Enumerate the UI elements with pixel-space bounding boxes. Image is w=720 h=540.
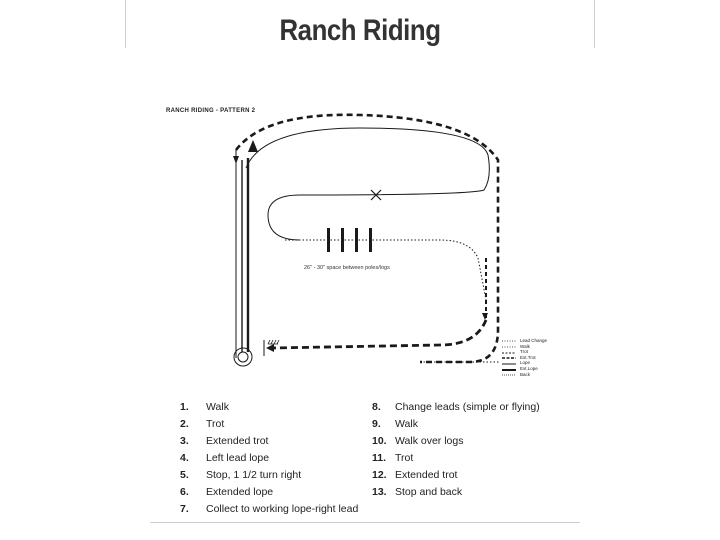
stop-arrow (266, 344, 274, 352)
turn-loop (233, 347, 253, 367)
spacing-note: 26" - 30" space between poles/logs (304, 265, 390, 271)
step-item: 8.Change leads (simple or flying) (372, 400, 540, 413)
step-item: 9.Walk (372, 417, 418, 430)
step-item: 7.Collect to working lope-right lead (180, 502, 359, 515)
page-title: Ranch Riding (279, 14, 441, 47)
legend-item-back: Back (520, 371, 531, 377)
outer-lope-arc (234, 113, 500, 364)
turn-loop-inner (237, 351, 249, 363)
extended-trot-curve (271, 319, 488, 350)
legend-samples (502, 340, 516, 376)
step-item: 10.Walk over logs (372, 434, 464, 447)
step-item: 4.Left lead lope (180, 451, 270, 464)
inner-trot-arc (245, 127, 490, 241)
frame-line-top-left (125, 0, 126, 48)
step-item: 12.Extended trot (372, 468, 458, 481)
log-2 (341, 228, 344, 252)
legend-item-lead-change: Lead Change (520, 338, 548, 343)
step-item: 3.Extended trot (180, 434, 269, 447)
arrow-up (248, 140, 258, 152)
steps-list-left: 1.Walk 2.Trot 3.Extended trot 4.Left lea… (180, 398, 358, 517)
legend-item-ext-lope: Ext.Lope (520, 365, 538, 371)
log-1 (327, 228, 330, 252)
step-item: 5.Stop, 1 1/2 turn right (180, 468, 302, 481)
stop-hatch (267, 339, 280, 345)
steps-list-right: 8.Change leads (simple or flying) 9.Walk… (372, 398, 540, 500)
step-item: 2.Trot (180, 417, 225, 430)
legend-item-lope: Lope (520, 360, 531, 366)
frame-line-bottom (150, 522, 580, 523)
step-item: 13.Stop and back (372, 485, 463, 498)
legend-item-trot: Trot (520, 349, 528, 355)
log-4 (369, 228, 372, 252)
walk-line (285, 239, 487, 301)
step-item: 1.Walk (180, 400, 229, 413)
arrow-down-left (233, 156, 239, 164)
pattern-title: RANCH RIDING - PATTERN 2 (166, 108, 256, 114)
legend-item-ext-trot: Ext.Trot (520, 354, 536, 360)
lead-change-x-2 (370, 189, 382, 201)
frame-line-top-right (594, 0, 595, 48)
step-item: 6.Extended lope (180, 485, 274, 498)
legend: Lead Change Walk Trot Ext.Trot Lope Ext.… (520, 338, 547, 377)
step-item: 11.Trot (372, 451, 414, 464)
log-3 (355, 228, 358, 252)
legend-item-walk: Walk (520, 343, 530, 349)
